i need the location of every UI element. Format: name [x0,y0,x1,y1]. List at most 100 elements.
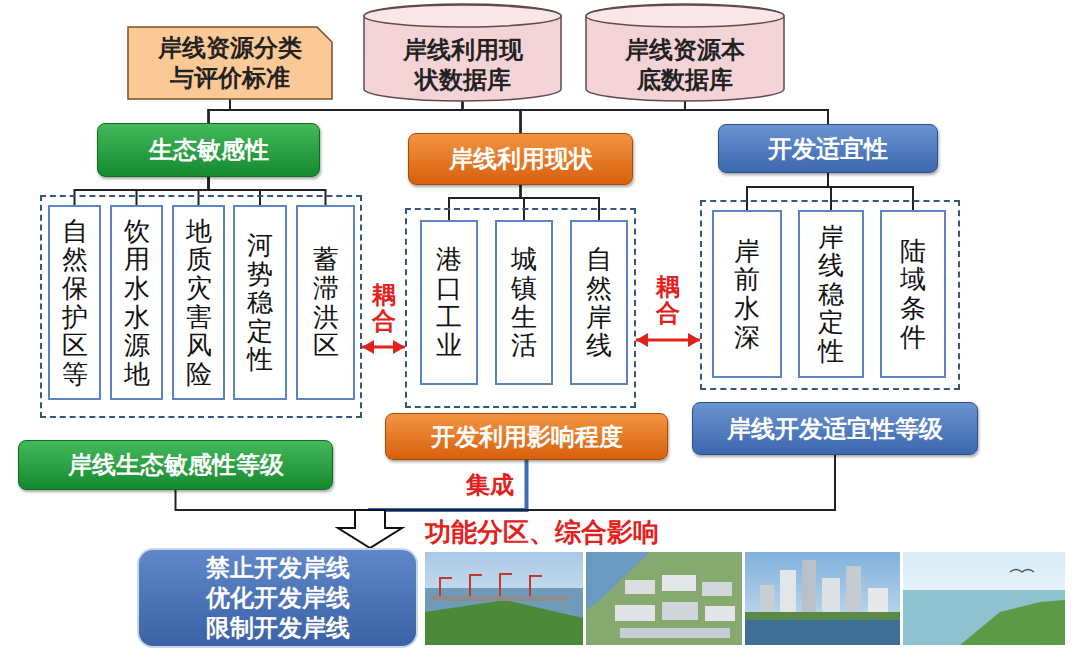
photo-ground [586,552,742,645]
photo-building [760,585,774,615]
grade-box: 开发利用影响程度 [385,413,668,460]
connector [828,173,913,210]
node-text: 自然岸线 [586,245,612,359]
connector [230,100,828,125]
factor-box: 陆域条件 [880,210,946,378]
connector [209,102,686,124]
photo-building [802,560,816,615]
node-text: 河势稳定性 [247,231,273,374]
photo-bank [425,600,583,645]
connector [463,102,829,125]
database-cylinder: 岸线利用现 状数据库 [363,4,562,102]
connector [209,100,231,124]
connector [685,102,828,125]
node-text: 岸前水深 [734,237,760,351]
photo-building [662,602,698,620]
photo-building [705,606,735,621]
node-text: 开发适宜性 [768,134,888,164]
photo-building [615,605,655,621]
node-text: 饮用水水源地 [124,217,150,389]
connector [463,102,521,134]
node-text: 自然保护区等 [62,217,88,389]
node-text: 岸线利用现状 [449,144,593,174]
node-text: 岸线开发适宜性等级 [727,414,943,444]
factor-box: 岸前水深 [712,210,782,378]
photo-water [903,590,1065,645]
photo-bank [960,600,1065,645]
cylinder-body [364,4,561,101]
factor-box: 港口工业 [420,220,478,385]
photo-natural-shore [903,552,1065,645]
connector [362,346,405,349]
photo-quay [430,596,570,601]
photo-water [745,620,900,645]
photo-building [868,588,888,615]
node-text: 岸线资源分类 与评价标准 [154,33,305,93]
factor-box: 河势稳定性 [233,205,287,400]
category-header: 生态敏感性 [97,123,320,177]
node-text: 岸线稳定性 [818,223,844,366]
photo-bank [745,612,900,620]
standard-box: 岸线资源分类 与评价标准 [127,26,333,100]
photo-building [846,566,861,615]
photo-bird [1010,570,1034,573]
connector [747,173,828,210]
connector [75,177,209,205]
photo-sky [745,552,900,645]
connector [209,102,463,124]
node-text: 地质灾害风险 [186,217,212,389]
connector [176,490,371,548]
photo-building [620,628,730,638]
cylinder-top [586,5,784,27]
connector [199,177,209,205]
photo-water [425,588,583,645]
photo-building [662,575,696,591]
photo-sky [903,552,1065,645]
grade-box: 岸线生态敏感性等级 [18,440,333,490]
grade-box: 岸线开发适宜性等级 [692,402,978,455]
factor-box: 自然保护区等 [48,205,101,400]
node-text: 开发利用影响程度 [431,422,623,452]
category-header: 开发适宜性 [718,124,938,173]
node-text: 岸线资源本 底数据库 [621,35,748,95]
factor-group: 自然保护区等 饮用水水源地 地质灾害风险 河势稳定性 蓄滞洪区 [40,195,362,418]
block-arrow [338,510,402,548]
photo-building [702,582,732,596]
photo-industrial [586,552,742,645]
factor-box: 地质灾害风险 [172,205,225,400]
connector [636,339,700,342]
database-cylinder: 岸线资源本 底数据库 [585,4,785,102]
node-text: 岸线利用现 状数据库 [399,35,526,95]
node-text: 岸线生态敏感性等级 [68,450,284,480]
node-text: 陆域条件 [900,237,926,351]
photo-sky [425,552,583,645]
factor-group: 港口工业 城镇生活 自然岸线 [405,208,636,408]
node-text: 蓄滞洪区 [313,245,339,359]
factor-box: 自然岸线 [570,220,628,385]
factor-group: 岸前水深 岸线稳定性 陆域条件 [700,200,960,390]
connector [209,177,326,205]
node-text: 禁止开发岸线 优化开发岸线 限制开发岸线 [202,553,353,643]
photo-city [745,552,900,645]
edge-label: 耦合 [656,274,680,327]
photo-port [425,552,583,645]
photo-building [780,570,796,615]
connector [370,455,835,548]
cylinder-body [586,4,784,101]
annotation-label: 功能分区、综合影响 [425,516,659,549]
factor-box: 饮用水水源地 [110,205,163,400]
node-text: 港口工业 [436,245,462,359]
result-box: 禁止开发岸线 优化开发岸线 限制开发岸线 [137,548,418,648]
snip-box [128,27,332,99]
edge-label: 耦合 [372,282,396,335]
connector [137,177,209,205]
category-header: 岸线利用现状 [408,133,633,185]
connector [449,185,521,220]
photo-building [822,578,840,615]
node-text: 城镇生活 [511,245,537,359]
connector [521,185,600,220]
node-text: 生态敏感性 [149,135,269,165]
